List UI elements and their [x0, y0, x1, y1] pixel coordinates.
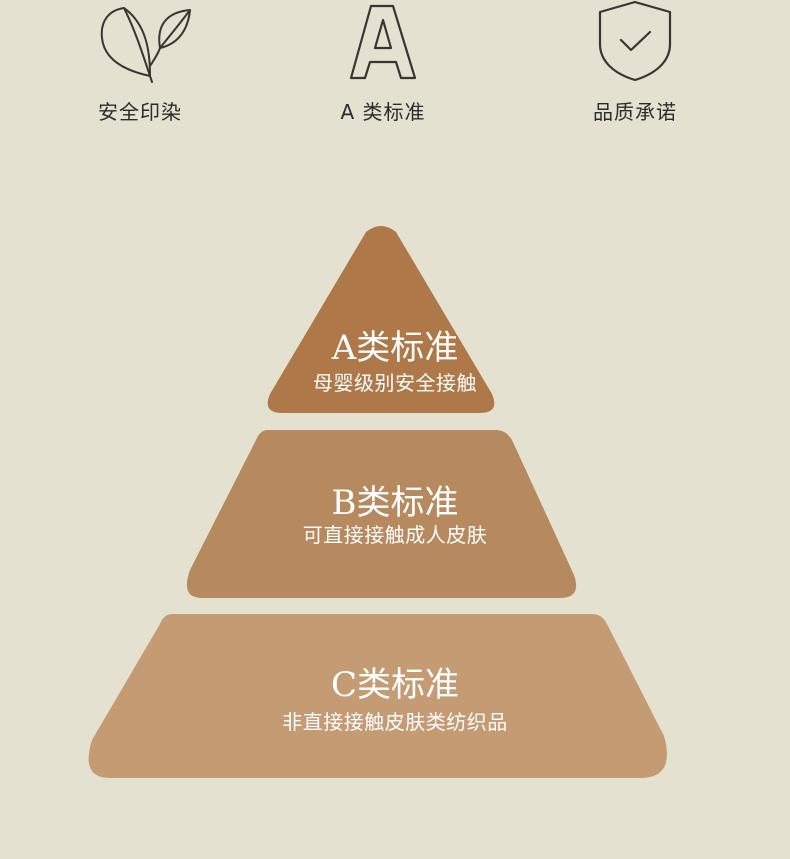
feature-safe-dyeing: 安全印染	[40, 0, 240, 125]
feature-label: 安全印染	[98, 100, 182, 124]
tier-b-shape	[186, 430, 577, 598]
tier-b-title: B类标准	[331, 483, 459, 523]
shield-check-icon	[598, 0, 672, 82]
feature-label: 品质承诺	[593, 100, 677, 124]
tier-c-title: C类标准	[330, 665, 459, 705]
tier-b-subtitle: 可直接接触成人皮肤	[302, 523, 488, 547]
tier-c-subtitle: 非直接接触皮肤类纺织品	[282, 710, 508, 734]
leaf-icon	[100, 7, 191, 83]
tier-a-subtitle: 母婴级别安全接触	[313, 371, 477, 395]
feature-quality-promise: 品质承诺	[535, 0, 735, 125]
tier-c-shape	[88, 614, 668, 778]
letter-a-icon	[349, 4, 417, 80]
tier-a-title: A类标准	[331, 328, 459, 368]
feature-a-standard: A 类标准	[283, 0, 483, 125]
tier-a-shape	[267, 226, 495, 413]
feature-label: A 类标准	[340, 100, 426, 124]
